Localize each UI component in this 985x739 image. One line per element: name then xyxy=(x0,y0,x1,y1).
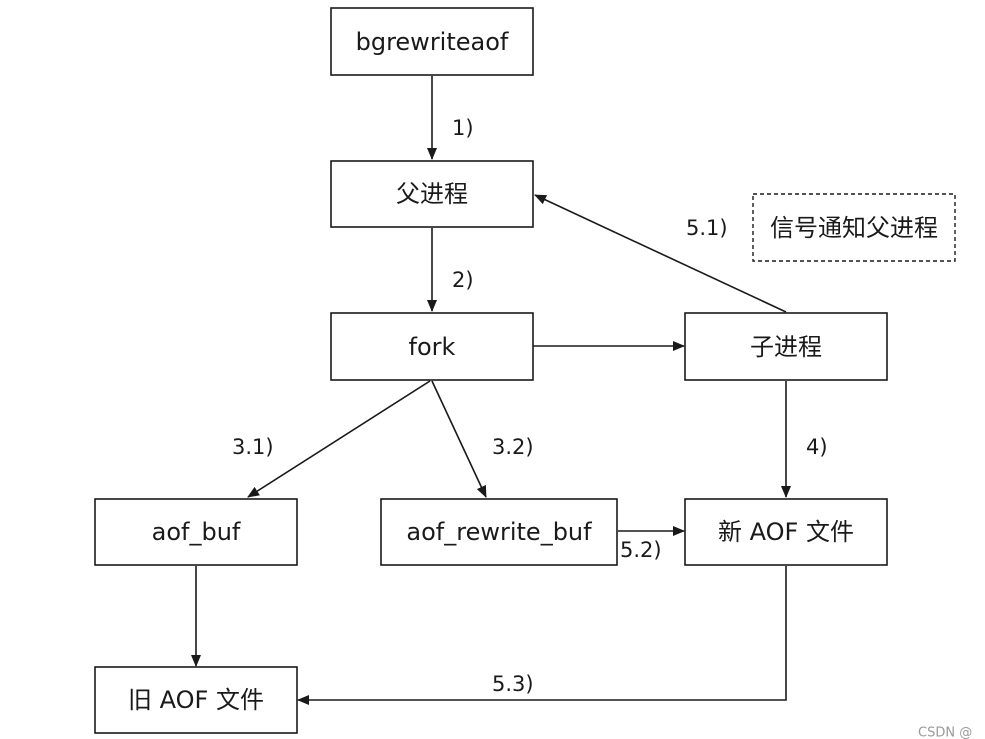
node-aof-buf-label: aof_buf xyxy=(152,518,241,546)
node-parent-process-label: 父进程 xyxy=(396,180,468,208)
edge-label-4: 4) xyxy=(806,435,828,459)
edge-fork-to-aof-rewrite-buf xyxy=(431,380,487,498)
edge-label-3-1: 3.1) xyxy=(232,435,274,459)
node-old-aof-file-label: 旧 AOF 文件 xyxy=(128,686,264,714)
node-bgrewriteaof-label: bgrewriteaof xyxy=(356,28,509,56)
node-bgrewriteaof: bgrewriteaof xyxy=(330,7,534,76)
node-new-aof-file: 新 AOF 文件 xyxy=(684,498,888,566)
node-old-aof-file: 旧 AOF 文件 xyxy=(94,666,298,734)
edge-label-2: 2) xyxy=(452,268,474,292)
node-aof-rewrite-buf-label: aof_rewrite_buf xyxy=(406,518,592,546)
edge-label-5-3: 5.3) xyxy=(492,672,534,696)
edge-new-aof-to-old-aof xyxy=(297,566,787,705)
edge-fork-to-aof-buf xyxy=(247,380,431,498)
node-new-aof-file-label: 新 AOF 文件 xyxy=(718,518,854,546)
edge-label-5-1: 5.1) xyxy=(686,216,728,240)
node-aof-rewrite-buf: aof_rewrite_buf xyxy=(380,498,618,566)
node-parent-process: 父进程 xyxy=(330,160,534,228)
node-child-process-label: 子进程 xyxy=(750,333,822,361)
edge-label-3-2: 3.2) xyxy=(492,435,534,459)
watermark: CSDN @ xyxy=(918,726,972,739)
node-fork: fork xyxy=(330,312,534,381)
edge-label-1: 1) xyxy=(452,116,474,140)
node-fork-label: fork xyxy=(409,333,456,361)
node-child-process: 子进程 xyxy=(684,312,888,381)
edge-child-to-parent xyxy=(534,194,787,313)
edge-label-5-2: 5.2) xyxy=(620,538,662,562)
signal-note: 信号通知父进程 xyxy=(752,193,956,262)
signal-note-label: 信号通知父进程 xyxy=(770,214,938,242)
node-aof-buf: aof_buf xyxy=(94,498,298,566)
